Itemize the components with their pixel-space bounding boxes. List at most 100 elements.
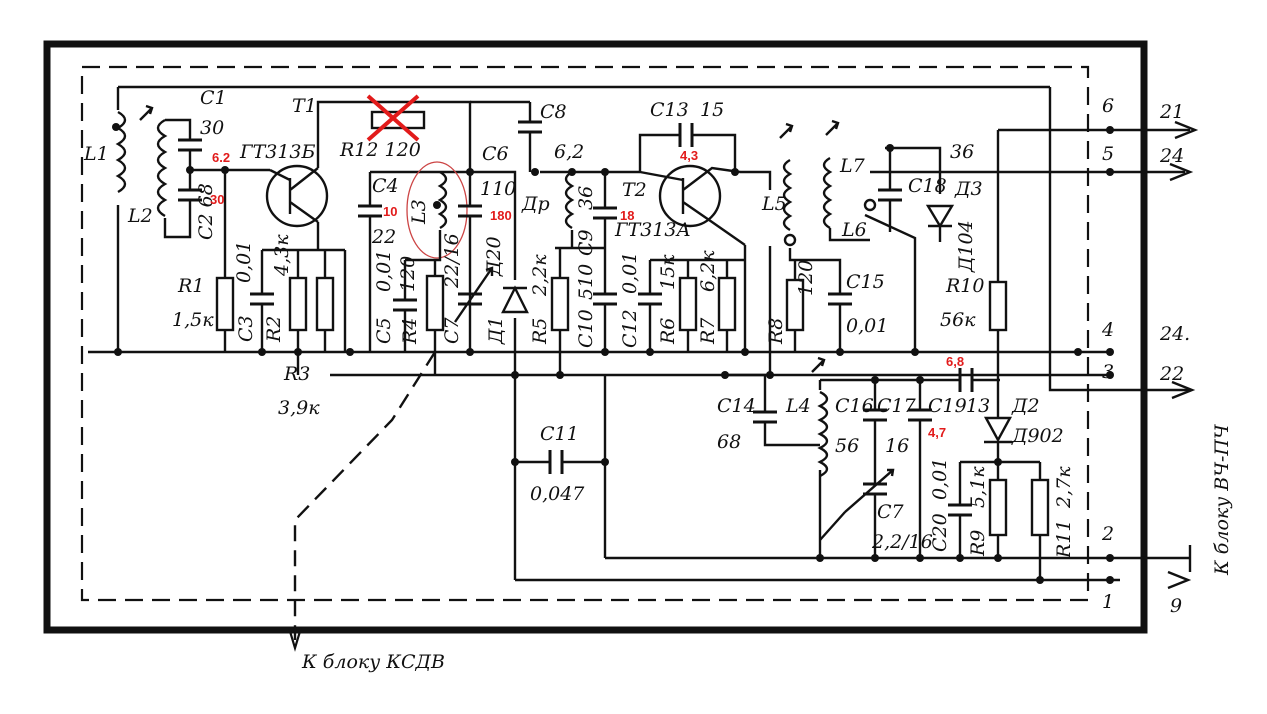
annotation-4-3: 4,3 bbox=[680, 148, 698, 163]
label-c14-value: 68 bbox=[717, 431, 741, 453]
node bbox=[601, 168, 609, 176]
annotation-4-7: 4,7 bbox=[928, 425, 946, 440]
label-r11: R11 bbox=[1053, 520, 1075, 559]
c10-plates bbox=[593, 292, 617, 306]
c20-plates bbox=[948, 503, 972, 517]
r4-resistor bbox=[425, 274, 445, 332]
d1-wire bbox=[470, 170, 517, 580]
annotation-6-8: 6,8 bbox=[946, 354, 964, 369]
label-l4: L4 bbox=[785, 395, 811, 417]
node bbox=[1036, 576, 1044, 584]
r9-resistor bbox=[988, 478, 1008, 537]
c1-c2-plates bbox=[178, 138, 202, 202]
annotation-180: 180 bbox=[490, 208, 512, 223]
r11-resistor bbox=[1030, 478, 1050, 537]
c13-wire bbox=[638, 133, 737, 172]
label-d2-type: Д902 bbox=[1011, 425, 1064, 447]
node bbox=[1074, 348, 1082, 356]
label-c11-value: 0,047 bbox=[530, 483, 585, 505]
pin-3-label: 3 bbox=[1102, 361, 1114, 383]
node bbox=[721, 371, 729, 379]
t1-leads bbox=[269, 100, 330, 250]
label-l7: L7 bbox=[839, 155, 866, 177]
dashed-border bbox=[80, 65, 1090, 602]
node bbox=[911, 348, 919, 356]
r12-cross-mark bbox=[366, 94, 420, 142]
label-c17-value: 16 bbox=[885, 435, 909, 457]
l2-coil bbox=[156, 118, 168, 218]
r2-resistor bbox=[288, 276, 308, 332]
out-22-arrow bbox=[1171, 380, 1196, 400]
node bbox=[258, 348, 266, 356]
c9-plates bbox=[593, 206, 617, 220]
l1-tap bbox=[112, 123, 120, 131]
output-22-label: 22 bbox=[1159, 363, 1184, 385]
label-c1-value: 30 bbox=[200, 117, 224, 139]
c3-plates bbox=[250, 292, 274, 306]
pin5-node bbox=[1106, 168, 1114, 176]
node bbox=[646, 348, 654, 356]
t2-leads bbox=[639, 166, 746, 246]
label-c7b-value: 2,2/16 bbox=[871, 531, 933, 553]
c16-c7-plates bbox=[863, 408, 887, 496]
node bbox=[871, 376, 879, 384]
pin-5-label: 5 bbox=[1102, 143, 1114, 165]
d3-diode bbox=[925, 204, 955, 229]
label-c18: C18 bbox=[908, 175, 947, 197]
label-c16: C16 bbox=[835, 395, 874, 417]
r5-c10-wires bbox=[555, 246, 607, 375]
label-c5-value: 0,01 bbox=[373, 250, 395, 292]
label-l6: L6 bbox=[841, 219, 867, 241]
node bbox=[886, 144, 894, 152]
ksdv-arrow bbox=[287, 627, 303, 652]
c11-plates bbox=[548, 450, 564, 474]
output-21-label: 21 bbox=[1159, 101, 1184, 123]
c7-trim-arrow bbox=[454, 266, 494, 323]
l5-tuning-arrow bbox=[779, 122, 794, 139]
label-c17: C17 bbox=[877, 395, 917, 417]
label-r9: R9 bbox=[967, 530, 989, 557]
label-t1-type: ГТ313Б bbox=[239, 141, 316, 163]
label-c6: C6 bbox=[482, 143, 509, 165]
l5-wire bbox=[740, 170, 772, 375]
r6-resistor bbox=[678, 276, 698, 332]
label-c7b: C7 bbox=[877, 501, 905, 523]
pin6-node bbox=[1106, 126, 1114, 134]
label-l1: L1 bbox=[83, 143, 109, 165]
out-9-arrow bbox=[1167, 570, 1192, 590]
ksdv-link bbox=[293, 351, 437, 640]
node bbox=[871, 554, 879, 562]
output-9-label: 9 bbox=[1170, 595, 1182, 617]
c6-plates bbox=[458, 204, 482, 218]
label-c15-value: 0,01 bbox=[846, 315, 888, 337]
label-c20-value: 0,01 bbox=[929, 458, 951, 500]
node bbox=[601, 348, 609, 356]
r1-resistor bbox=[215, 276, 235, 332]
label-r6-value: 15к bbox=[657, 254, 679, 290]
node bbox=[916, 376, 924, 384]
c7b-trim-arrow bbox=[819, 468, 895, 541]
label-d3-type: Д104 bbox=[955, 220, 977, 273]
label-t2-type: ГТ313А bbox=[614, 219, 691, 241]
c15-plates bbox=[828, 292, 852, 306]
node bbox=[433, 201, 441, 209]
out-22-wire bbox=[1048, 87, 1190, 392]
l5-tap bbox=[783, 233, 797, 247]
label-l3: L3 bbox=[408, 199, 430, 225]
label-c12-value: 0,01 bbox=[619, 252, 641, 294]
label-c10: C10 bbox=[575, 309, 597, 348]
l1-coil bbox=[115, 110, 127, 194]
label-c6-value: 110 bbox=[480, 178, 516, 200]
node bbox=[741, 348, 749, 356]
to-ksdv-label: К блоку КСДВ bbox=[301, 651, 445, 673]
c5-plates bbox=[393, 298, 417, 312]
label-d3: Д3 bbox=[954, 178, 983, 200]
pin3-node bbox=[1106, 371, 1114, 379]
label-c7-value: 22/16 bbox=[441, 233, 463, 289]
label-r12: R12 120 bbox=[339, 139, 421, 161]
label-r1: R1 bbox=[177, 275, 204, 297]
l4-coil bbox=[817, 390, 829, 478]
node bbox=[994, 554, 1002, 562]
pin-4-label: 4 bbox=[1101, 319, 1114, 341]
annotation-10: 10 bbox=[383, 204, 397, 219]
